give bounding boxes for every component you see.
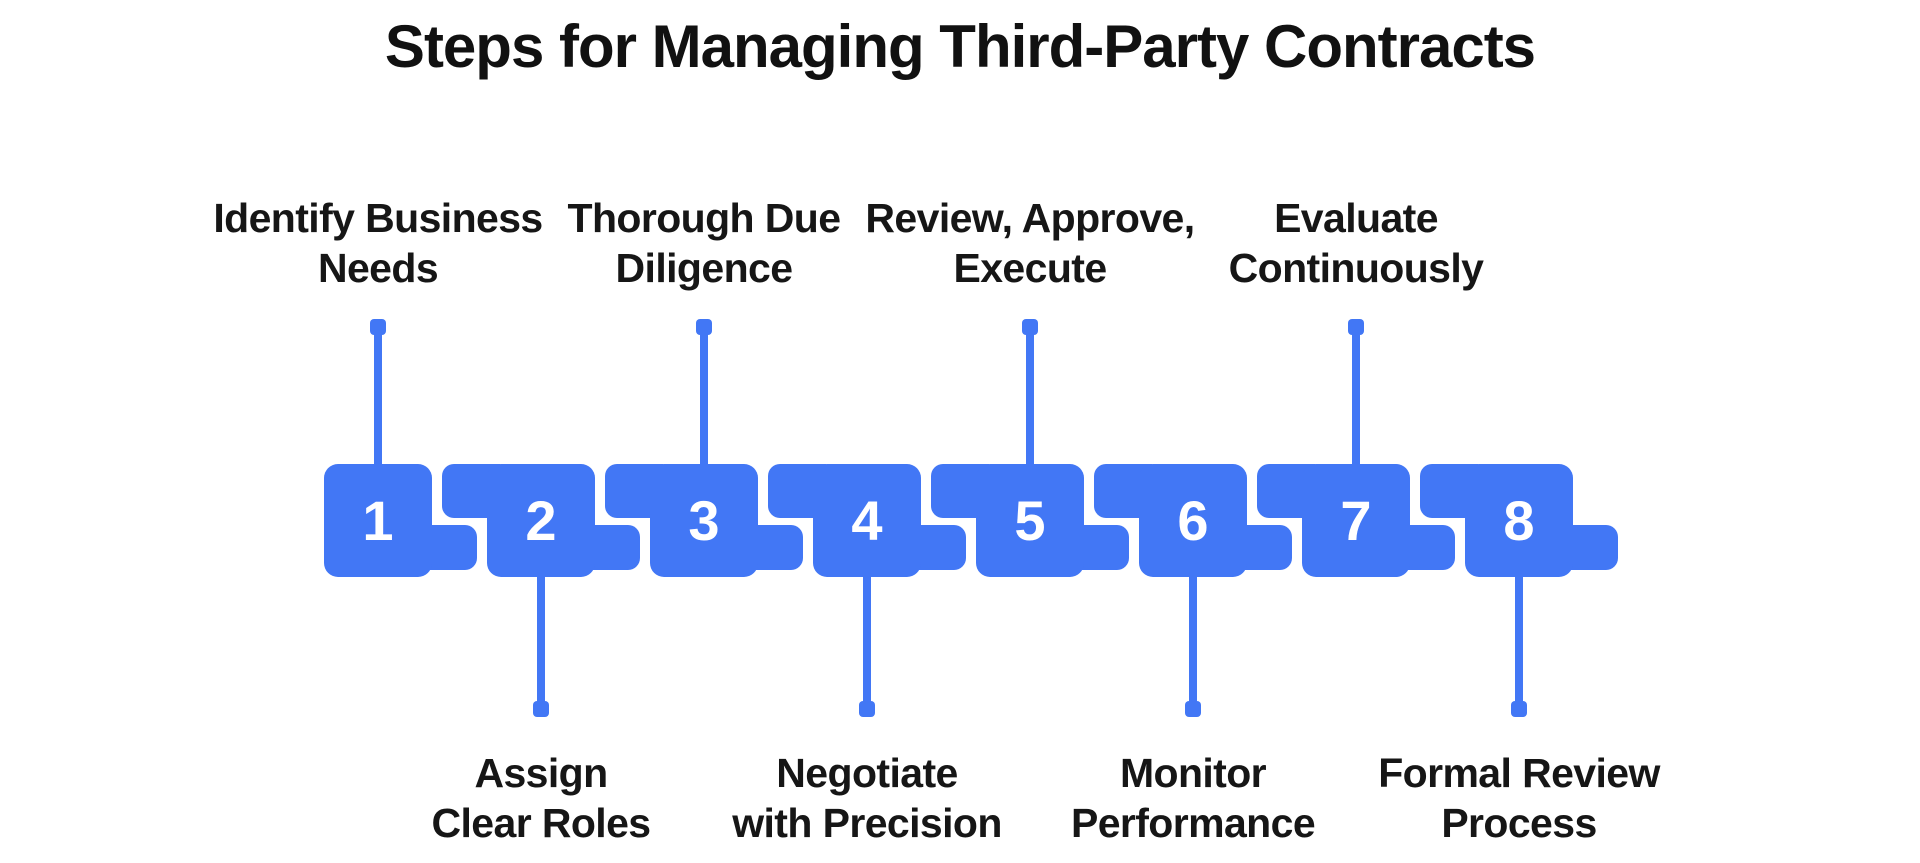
step-label-line-2: Continuously (1228, 245, 1484, 291)
connector-endpoint-dot-icon (533, 701, 549, 717)
connector-endpoint-dot-icon (1348, 319, 1364, 335)
step-label-line-1: Monitor (1119, 750, 1267, 796)
connector-line (1352, 334, 1360, 464)
step-label: Review, Approve, Execute (820, 193, 1240, 293)
step-label-line-1: Review, Approve, (865, 195, 1195, 241)
connector-line (1026, 334, 1034, 464)
step-label: Thorough Due Diligence (494, 193, 914, 293)
step-number: 4 (851, 488, 883, 552)
step-number: 8 (1503, 488, 1535, 552)
connector-line (1515, 577, 1523, 701)
page-title: Steps for Managing Third-Party Contracts (384, 13, 1536, 80)
step-label-line-1: Thorough Due (567, 195, 842, 241)
step-number: 1 (362, 488, 394, 552)
step-label: Assign Clear Roles (331, 748, 751, 848)
step-block: 3 (650, 464, 758, 577)
step-number: 3 (688, 488, 720, 552)
step-label: Evaluate Continuously (1146, 193, 1566, 293)
step-block: 8 (1465, 464, 1573, 577)
connector-endpoint-dot-icon (1185, 701, 1201, 717)
step-label-line-2: Execute (953, 245, 1107, 291)
step-label: Identify Business Needs (168, 193, 588, 293)
step-label-line-1: Evaluate (1274, 195, 1438, 241)
step-label-line-1: Assign (474, 750, 608, 796)
step-label-line-2: with Precision (732, 800, 1002, 846)
step-number: 7 (1340, 488, 1372, 552)
step-block: 4 (813, 464, 921, 577)
step-label-line-1: Identify Business (213, 195, 543, 241)
step-number: 6 (1177, 488, 1209, 552)
connector-line (374, 334, 382, 464)
connector-endpoint-dot-icon (1511, 701, 1527, 717)
step-label-line-2: Needs (317, 245, 439, 291)
connector-line (1189, 577, 1197, 701)
step-number: 2 (525, 488, 557, 552)
step-block: 7 (1302, 464, 1410, 577)
step-label-line-1: Negotiate (776, 750, 958, 796)
step-label: Negotiate with Precision (657, 748, 1077, 848)
step-block: 5 (976, 464, 1084, 577)
step-label-line-2: Performance (1070, 800, 1316, 846)
connector-endpoint-dot-icon (370, 319, 386, 335)
connector-line (863, 577, 871, 701)
step-label-line-2: Clear Roles (431, 800, 651, 846)
step-label: Monitor Performance (983, 748, 1403, 848)
step-block: 6 (1139, 464, 1247, 577)
step-number: 5 (1014, 488, 1046, 552)
step-label-line-2: Process (1441, 800, 1597, 846)
connector-line (700, 334, 708, 464)
step-label-line-1: Formal Review (1378, 750, 1660, 796)
step-label-line-2: Diligence (615, 245, 793, 291)
connector-line (537, 577, 545, 701)
connector-endpoint-dot-icon (859, 701, 875, 717)
step-block: 2 (487, 464, 595, 577)
connector-endpoint-dot-icon (1022, 319, 1038, 335)
step-label: Formal Review Process (1309, 748, 1729, 848)
step-block: 1 (324, 464, 432, 577)
connector-endpoint-dot-icon (696, 319, 712, 335)
